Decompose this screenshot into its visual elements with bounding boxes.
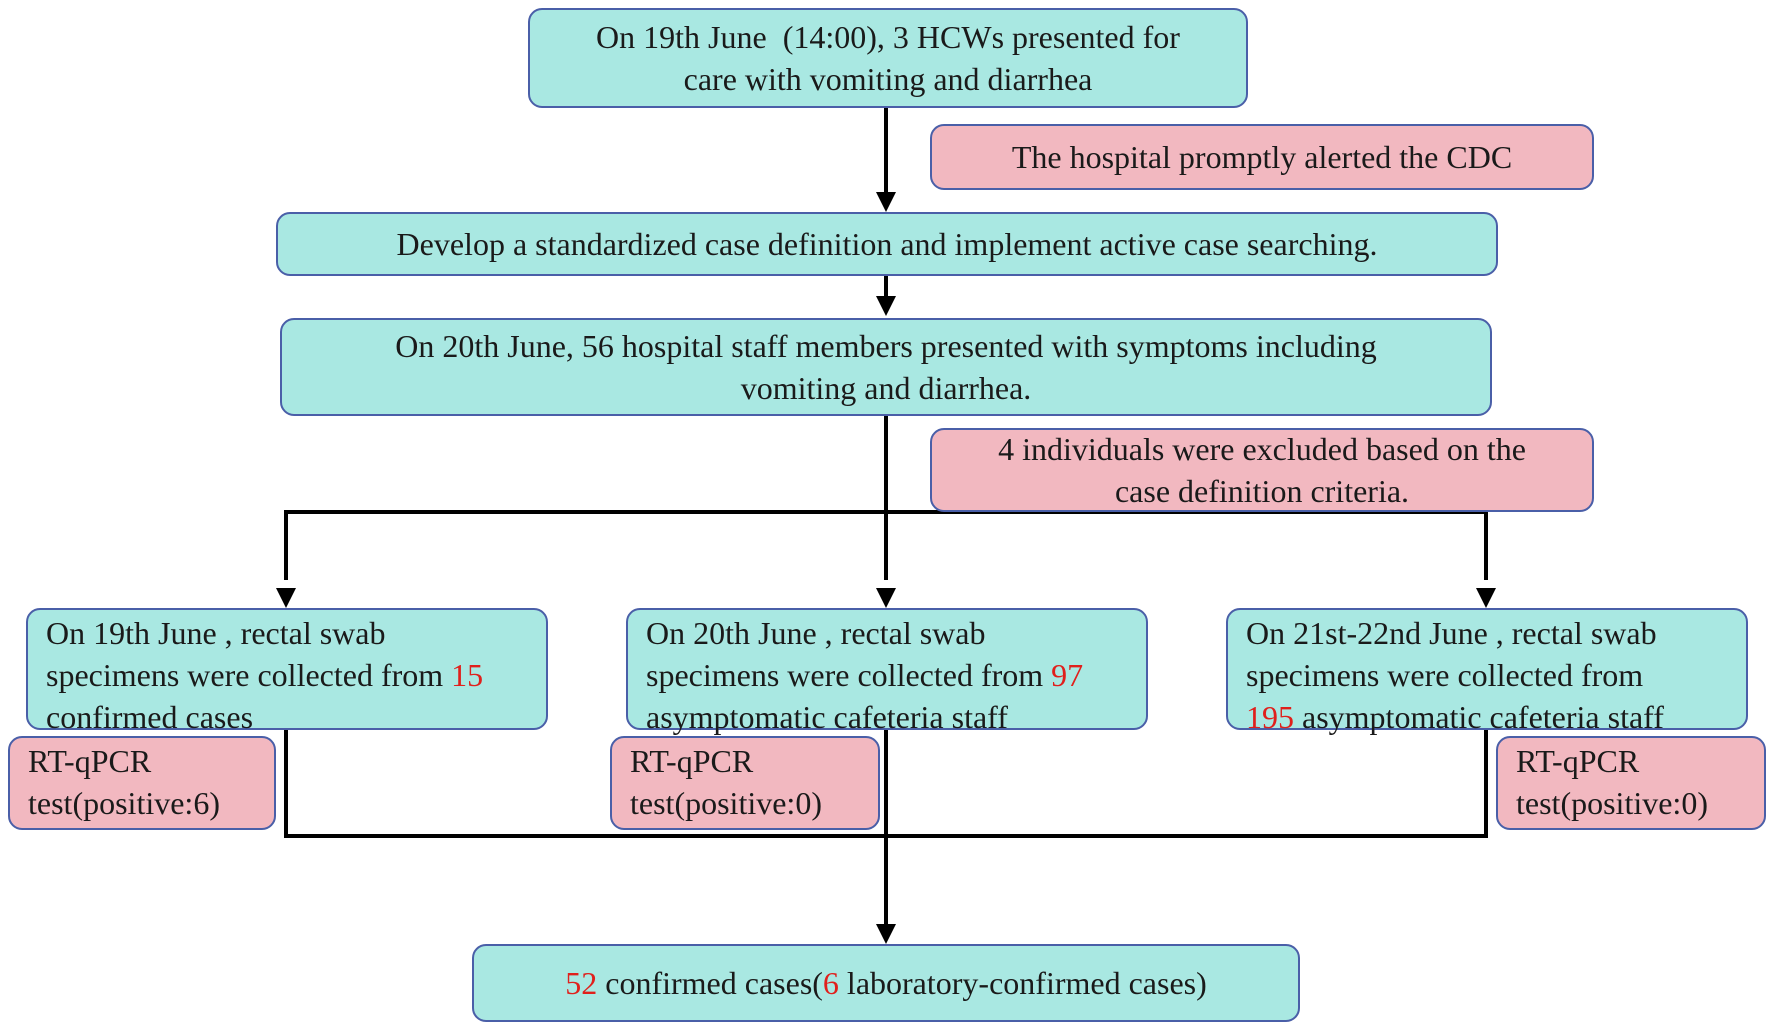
result-text: 52 confirmed cases(6 laboratory-confirme… [565,962,1207,1004]
excluded-node: 4 individuals were excluded based on the… [930,428,1594,512]
excluded-line-1: 4 individuals were excluded based on the [998,431,1526,467]
swab-21-22-line-3-text: asymptomatic cafeteria staff [1294,699,1664,735]
cdc-alert-text: The hospital promptly alerted the CDC [1011,139,1513,175]
pcr-20-june-node: RT-qPCR test(positive:0) [610,736,880,830]
case-definition-node: Develop a standardized case definition a… [276,212,1498,276]
swab-21-22-line-2: specimens were collected from [1246,657,1644,693]
pcr-19-line-2: test(positive:6) [28,785,220,821]
result-node: 52 confirmed cases(6 laboratory-confirme… [472,944,1300,1022]
arrowhead-swab-19 [276,588,296,608]
arrowhead-staff [876,296,896,316]
staff-presented-line-1: On 20th June, 56 hospital staff members … [395,328,1377,364]
swab-19-line-2-text: specimens were collected from [46,657,452,693]
swab-19-line-2: specimens were collected from 15 [46,654,546,696]
result-lab-confirmed-count: 6 [822,965,839,1001]
swab-19-line-3: confirmed cases [46,699,254,735]
arrowhead-result [876,924,896,944]
swab-21-22-line-1: On 21st-22nd June , rectal swab [1246,615,1657,651]
pcr-20-line-1: RT-qPCR [630,743,754,779]
cdc-alert-node: The hospital promptly alerted the CDC [930,124,1594,190]
swab-20-count: 97 [1051,657,1084,693]
pcr-21-22-line-2: test(positive:0) [1516,785,1708,821]
swab-20-line-2: specimens were collected from 97 [646,654,1146,696]
staff-presented-node: On 20th June, 56 hospital staff members … [280,318,1492,416]
pcr-19-line-1: RT-qPCR [28,743,152,779]
swab-21-22-june-node: On 21st-22nd June , rectal swab specimen… [1226,608,1748,735]
staff-presented-line-2: vomiting and diarrhea. [740,370,1032,406]
swab-20-line-3: asymptomatic cafeteria staff [646,699,1008,735]
arrowhead-definition [876,192,896,212]
start-line-1: On 19th June (14:00), 3 HCWs presented f… [596,19,1180,55]
arrowhead-swab-21-22 [1476,588,1496,608]
pcr-21-22-june-node: RT-qPCR test(positive:0) [1496,736,1766,830]
result-text-2: laboratory-confirmed cases) [838,965,1207,1001]
start-node: On 19th June (14:00), 3 HCWs presented f… [528,8,1248,108]
pcr-19-june-node: RT-qPCR test(positive:6) [8,736,276,830]
result-text-1: confirmed cases( [597,965,823,1001]
result-confirmed-count: 52 [565,965,598,1001]
swab-21-22-line-3: 195 asymptomatic cafeteria staff [1246,696,1746,738]
excluded-line-2: case definition criteria. [1114,473,1410,509]
pcr-21-22-line-1: RT-qPCR [1516,743,1640,779]
swab-19-line-1: On 19th June , rectal swab [46,615,386,651]
arrowhead-swab-20 [876,588,896,608]
swab-20-line-2-text: specimens were collected from [646,657,1052,693]
start-line-2: care with vomiting and diarrhea [683,61,1093,97]
swab-19-june-node: On 19th June , rectal swab specimens wer… [26,608,548,735]
swab-21-22-count: 195 [1246,699,1294,735]
case-definition-text: Develop a standardized case definition a… [396,226,1378,262]
pcr-20-line-2: test(positive:0) [630,785,822,821]
swab-19-count: 15 [451,657,484,693]
swab-20-line-1: On 20th June , rectal swab [646,615,986,651]
swab-20-june-node: On 20th June , rectal swab specimens wer… [626,608,1148,735]
